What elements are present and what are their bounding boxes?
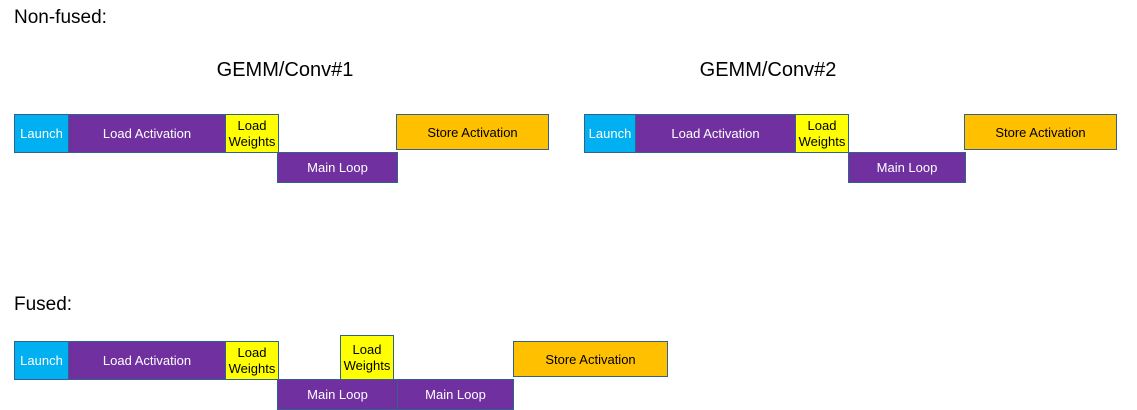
bar-load-weights-gemm2[interactable]: Load Weights (795, 114, 849, 153)
group-title-gemm-conv-1: GEMM/Conv#1 (216, 59, 354, 81)
bar-load-activation-fused[interactable]: Load Activation (68, 341, 226, 380)
bar-load-weights-fused-1[interactable]: Load Weights (225, 341, 279, 380)
bar-load-weights-fused-2[interactable]: Load Weights (340, 335, 394, 380)
fused-section-label: Fused: (14, 294, 73, 315)
bar-main-loop-fused-2[interactable]: Main Loop (397, 379, 514, 410)
bar-launch-gemm2[interactable]: Launch (584, 114, 636, 153)
bar-store-activation-fused[interactable]: Store Activation (513, 341, 668, 377)
bar-load-weights-gemm1[interactable]: Load Weights (225, 114, 279, 153)
bar-store-activation-gemm1[interactable]: Store Activation (396, 114, 549, 150)
bar-load-activation-gemm1[interactable]: Load Activation (68, 114, 226, 153)
bar-store-activation-gemm2[interactable]: Store Activation (964, 114, 1117, 150)
bar-main-loop-gemm2[interactable]: Main Loop (848, 152, 966, 183)
bar-launch-gemm1[interactable]: Launch (14, 114, 69, 153)
non-fused-section-label: Non-fused: (14, 7, 107, 28)
bar-load-activation-gemm2[interactable]: Load Activation (635, 114, 796, 153)
bar-main-loop-gemm1[interactable]: Main Loop (277, 152, 398, 183)
bar-main-loop-fused-1[interactable]: Main Loop (277, 379, 398, 410)
bar-launch-fused[interactable]: Launch (14, 341, 69, 380)
group-title-gemm-conv-2: GEMM/Conv#2 (699, 59, 837, 81)
